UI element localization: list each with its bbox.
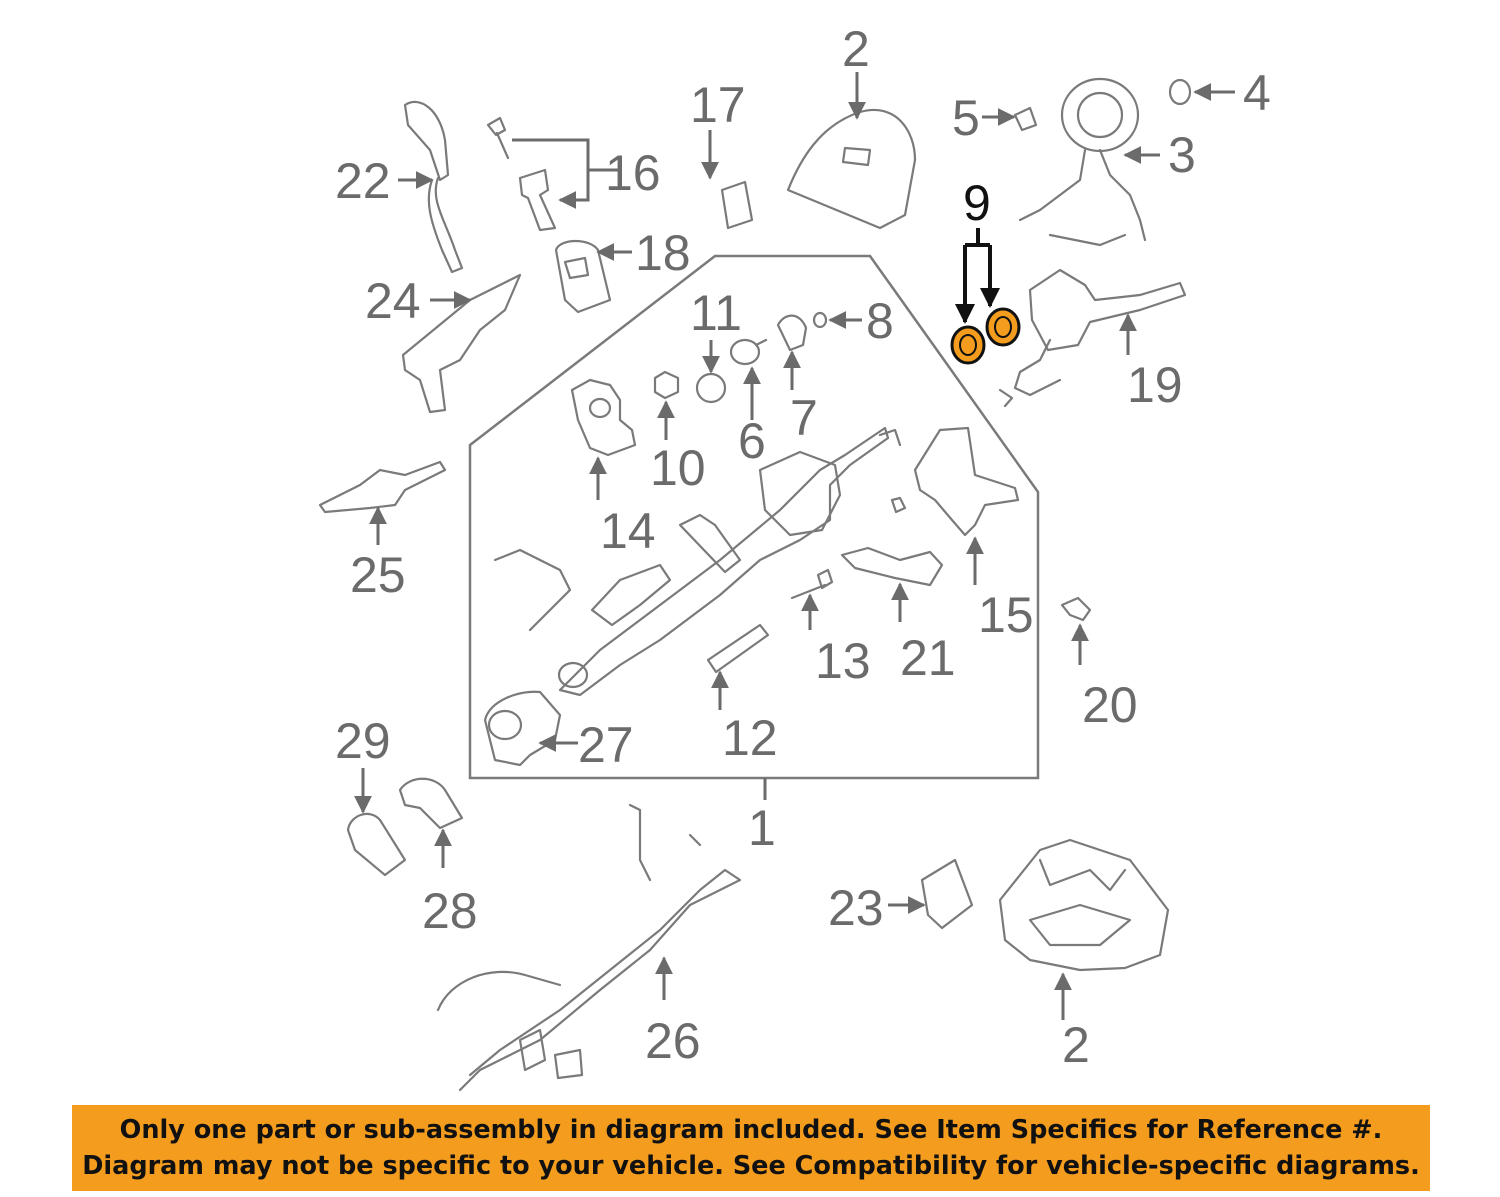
switch-part-17 [720,180,754,230]
callout-13: 13 [815,633,871,689]
callout-20: 20 [1082,677,1138,733]
sleeve-part-27 [483,690,562,767]
wire-clip [493,548,572,632]
combination-switch-part [998,268,1187,408]
bolt-part-13 [790,568,834,600]
cover-part-23 [920,858,974,930]
bracket-part-15 [913,426,1020,537]
ring-part-4 [1168,78,1192,106]
shift-lever-part [403,100,464,274]
callout-21: 21 [900,630,956,686]
cylinder-part-18 [554,239,612,314]
screw-small [890,496,907,514]
lock-housing-part [570,378,637,457]
callout-3: 3 [1168,127,1196,183]
callout-6: 6 [738,413,766,469]
callout-16: 16 [605,145,661,201]
bracket-part-28 [398,777,464,830]
clip-part-5 [1013,106,1038,132]
callout-25: 25 [350,547,406,603]
callout-15: 15 [978,587,1034,643]
callout-22: 22 [335,153,391,209]
wire-harness-part [436,803,742,1092]
callout-17: 17 [690,77,746,133]
nut-part-10 [653,370,680,400]
bracket-part-29 [346,812,407,877]
fastener-part-16 [486,116,557,232]
upper-shroud-part [786,108,917,230]
callout-5: 5 [952,90,980,146]
callout-24: 24 [365,273,421,329]
clip-part-20 [1060,596,1092,622]
callout-14: 14 [600,503,656,559]
cam-part-8 [776,311,828,352]
pin-part-12 [706,623,770,674]
bushing-part-11 [695,372,727,404]
disclaimer-line-2: Diagram may not be specific to your vehi… [82,1151,1420,1181]
callout-2-bottom: 2 [1062,1017,1090,1073]
callout-2-top: 2 [842,21,870,77]
bracket-part-21 [840,546,944,587]
callout-9: 9 [963,175,991,231]
highlighted-part-9 [950,307,1021,365]
callout-18: 18 [635,225,691,281]
clock-spring-part [1018,77,1147,247]
callout-7: 7 [790,390,818,446]
callout-28: 28 [422,883,478,939]
callout-29: 29 [335,713,391,769]
callout-12: 12 [722,710,778,766]
callout-8: 8 [866,293,894,349]
ring-part-6 [729,338,768,366]
callout-27: 27 [578,717,634,773]
parts-diagram: 1 2 2 3 4 5 6 7 8 9 10 11 12 13 14 15 16… [318,21,1271,1092]
disclaimer-banner: Only one part or sub-assembly in diagram… [72,1105,1430,1191]
callout-10: 10 [650,440,706,496]
callout-19: 19 [1127,357,1183,413]
callout-26: 26 [645,1013,701,1069]
bracket-part-24 [401,273,522,414]
callout-1: 1 [748,800,776,856]
callout-23: 23 [828,880,884,936]
column-assembly-outline [468,254,1040,780]
callout-11: 11 [690,285,742,341]
lower-shroud-part [998,838,1170,972]
callout-4: 4 [1243,65,1271,121]
steering-column-shaft [557,426,902,697]
switch-part-25 [318,460,447,514]
disclaimer-line-1: Only one part or sub-assembly in diagram… [119,1115,1383,1145]
